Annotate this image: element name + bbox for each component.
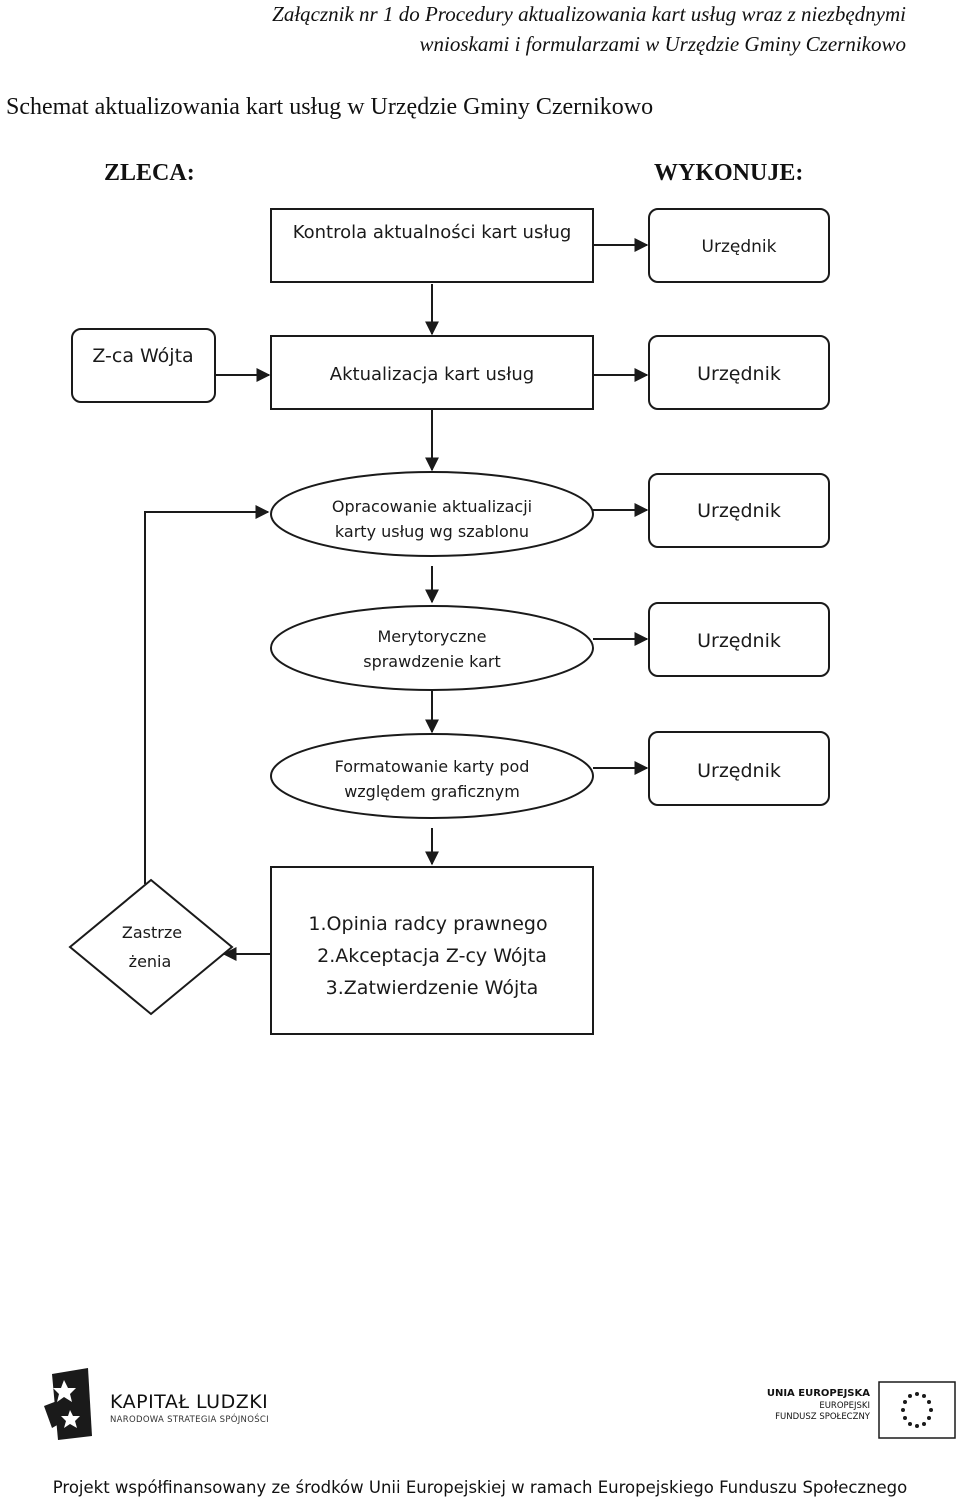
eu-line-2: EUROPEJSKI	[819, 1401, 870, 1411]
node-urzednik-1	[648, 208, 830, 283]
node-merytoryczne-label-2: sprawdzenie kart	[363, 652, 501, 671]
eu-line-3: FUNDUSZ SPOŁECZNY	[775, 1412, 870, 1422]
node-kontrola	[270, 208, 594, 283]
node-formatowanie-label-1: Formatowanie karty pod	[335, 757, 530, 776]
node-urzednik-4-label: Urzędnik	[697, 630, 781, 652]
node-zastrzezenia	[68, 878, 234, 1016]
node-urzednik-5-label: Urzędnik	[697, 760, 781, 782]
cofinancing-note: Projekt współfinansowany ze środków Unii…	[52, 1478, 908, 1497]
eu-flag-icon	[878, 1381, 956, 1439]
node-kontrola-label: Kontrola aktualności kart usług	[293, 222, 572, 243]
node-aktualizacja-label: Aktualizacja kart usług	[330, 364, 534, 385]
node-zastrzezenia-label-2: żenia	[129, 952, 172, 971]
node-urzednik-2	[648, 335, 830, 410]
header-line-2: wnioskami i formularzami w Urzędzie Gmin…	[419, 32, 906, 56]
node-merytoryczne	[270, 605, 594, 691]
node-urzednik-5	[648, 731, 830, 806]
node-final-label-3: 3.Zatwierdzenie Wójta	[326, 977, 539, 999]
node-formatowanie	[270, 733, 594, 819]
node-formatowanie-label-2: względem graficznym	[344, 782, 520, 801]
eu-line-1: UNIA EUROPEJSKA	[766, 1388, 870, 1399]
header-line-1: Załącznik nr 1 do Procedury aktualizowan…	[272, 2, 906, 26]
node-final-label-1: 1.Opinia radcy prawnego	[308, 913, 547, 935]
node-opracowanie	[270, 471, 594, 557]
node-aktualizacja	[270, 335, 594, 410]
node-zca-wojta-label: Z-ca Wójta	[92, 345, 193, 367]
zleca-label: ZLECA:	[104, 160, 195, 186]
node-urzednik-3	[648, 473, 830, 548]
node-urzednik-1-label: Urzędnik	[702, 237, 777, 257]
document-title: Schemat aktualizowania kart usług w Urzę…	[6, 94, 654, 120]
node-merytoryczne-label-1: Merytoryczne	[378, 627, 487, 646]
kapital-ludzki-subtitle: NARODOWA STRATEGIA SPÓJNOŚCI	[110, 1415, 269, 1425]
node-urzednik-2-label: Urzędnik	[697, 363, 781, 385]
node-urzednik-4	[648, 602, 830, 677]
eu-text-block: UNIA EUROPEJSKA EUROPEJSKI FUNDUSZ SPOŁE…	[767, 1388, 870, 1422]
node-opracowanie-label-2: karty usług wg szablonu	[335, 522, 529, 541]
kapital-ludzki-logo-icon	[44, 1368, 92, 1440]
node-opracowanie-label-1: Opracowanie aktualizacji	[332, 497, 532, 516]
arrow-zastrzezenia-feedback	[144, 505, 270, 884]
node-urzednik-3-label: Urzędnik	[697, 500, 781, 522]
flowchart: Kontrola aktualności kart usług Urzędnik…	[68, 208, 830, 1035]
kapital-ludzki-title: KAPITAŁ LUDZKI	[110, 1391, 269, 1413]
node-zastrzezenia-label-1: Zastrze	[122, 923, 182, 942]
wykonuje-label: WYKONUJE:	[654, 160, 804, 186]
node-zca-wojta	[71, 328, 216, 403]
node-final-approval	[270, 866, 594, 1035]
node-final-label-2: 2.Akceptacja Z-cy Wójta	[317, 945, 547, 967]
